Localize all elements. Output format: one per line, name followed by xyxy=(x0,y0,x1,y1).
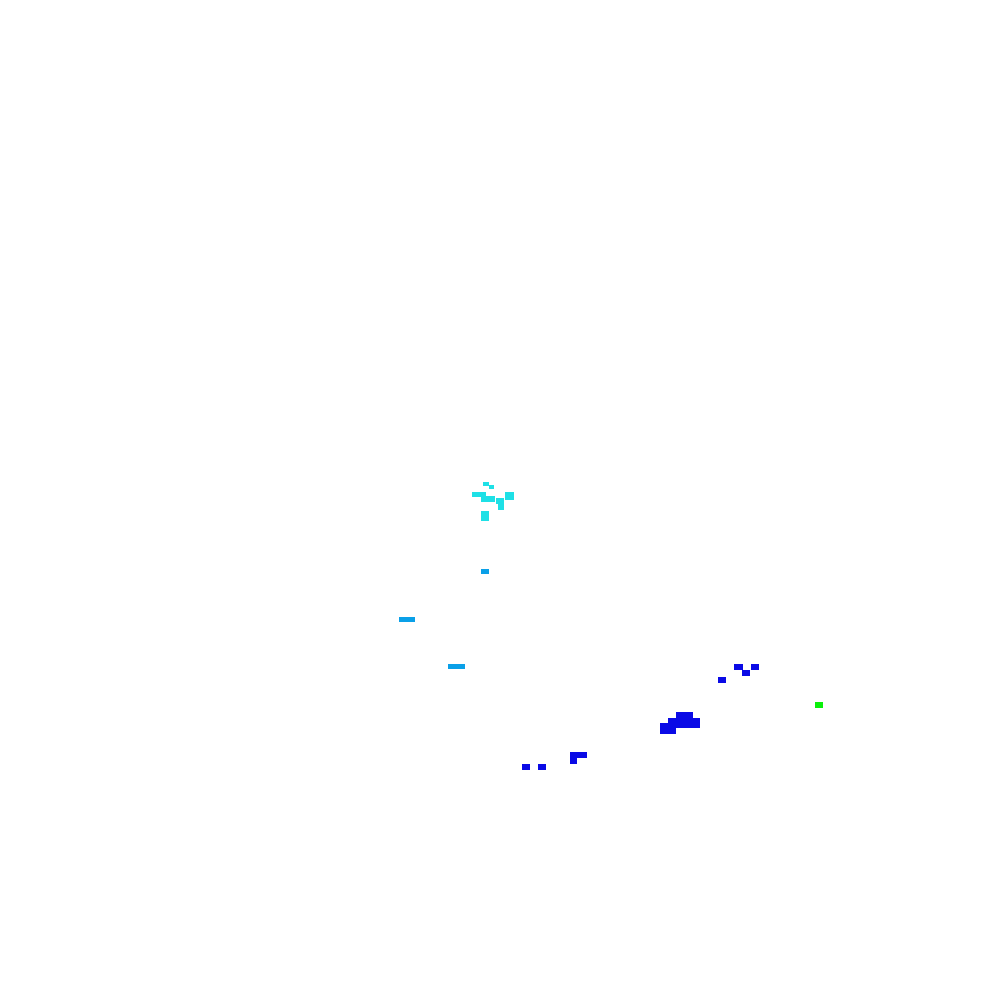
pixel-block xyxy=(498,504,504,510)
pixel-block xyxy=(668,718,700,728)
pixel-block xyxy=(481,496,495,502)
cyan-cluster xyxy=(472,482,514,521)
pixel-block xyxy=(505,492,514,500)
pixel-block xyxy=(718,677,726,683)
pixel-block xyxy=(522,764,530,770)
pixel-block xyxy=(481,569,489,574)
pixel-block xyxy=(676,712,693,719)
pixel-block xyxy=(570,752,587,758)
sky-blue-cluster xyxy=(399,569,489,669)
pixel-block xyxy=(751,664,759,670)
pixel-block xyxy=(734,664,743,670)
pixel-block xyxy=(742,670,750,676)
green-cluster xyxy=(815,702,823,708)
blue-cluster xyxy=(522,664,759,770)
pixel-block xyxy=(815,702,823,708)
pixel-block xyxy=(538,764,546,770)
pixel-block xyxy=(496,498,504,504)
pixel-block xyxy=(570,756,577,764)
pixel-block xyxy=(660,723,676,734)
pixel-block xyxy=(448,664,465,669)
pixel-block xyxy=(472,492,486,497)
pixel-block xyxy=(399,617,415,622)
pixel-block xyxy=(483,482,489,486)
pixel-block xyxy=(489,485,494,489)
pixel-block xyxy=(481,511,489,521)
